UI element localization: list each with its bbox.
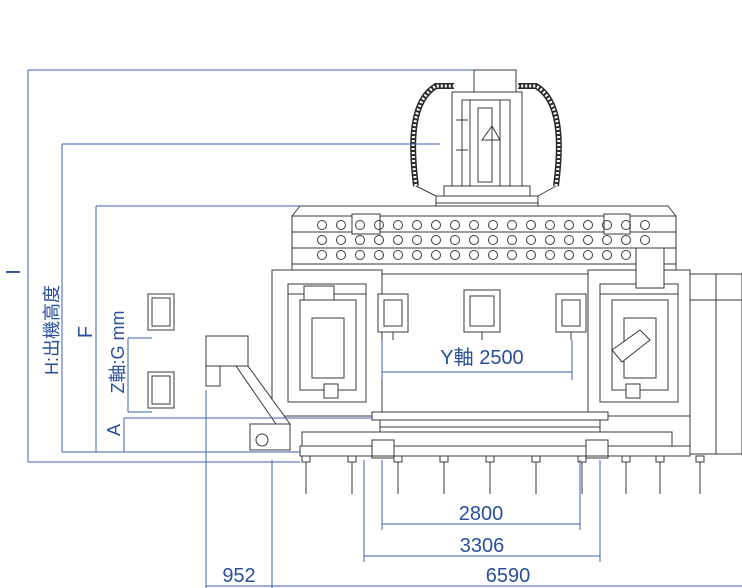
spindle-heads bbox=[377, 289, 587, 340]
beam-hole bbox=[545, 220, 555, 230]
dim-label-3306: 3306 bbox=[460, 535, 505, 557]
beam-hole bbox=[583, 220, 593, 230]
chip-conveyor bbox=[205, 335, 291, 451]
machine-outline bbox=[147, 69, 742, 494]
worktable bbox=[299, 411, 691, 459]
beam-hole bbox=[621, 235, 631, 245]
dim-label-i: I bbox=[3, 269, 25, 275]
beam-hole bbox=[583, 250, 593, 260]
machine-foot-pad bbox=[347, 455, 357, 463]
dim-label-952: 952 bbox=[222, 565, 255, 587]
left-column bbox=[271, 269, 383, 417]
beam-hole bbox=[507, 220, 517, 230]
beam-hole bbox=[583, 235, 593, 245]
beam-hole bbox=[374, 235, 384, 245]
beam-hole bbox=[374, 220, 384, 230]
spindle-tower bbox=[435, 69, 539, 211]
beam-hole bbox=[450, 250, 460, 260]
dim-label-y: Y軸 2500 bbox=[440, 346, 523, 369]
beam-hole bbox=[469, 235, 479, 245]
beam-hole bbox=[488, 250, 498, 260]
dimension-lines bbox=[27, 69, 742, 588]
dim-label-a: A bbox=[104, 424, 124, 436]
beam-hole bbox=[526, 220, 536, 230]
beam-hole bbox=[640, 235, 650, 245]
beam-holes bbox=[317, 220, 650, 260]
right-column bbox=[587, 247, 691, 417]
dimension-labels: I H:出機高度 F Z軸:G mm A Y軸 2500 2800 3306 9… bbox=[3, 269, 530, 587]
beam-hole bbox=[602, 220, 612, 230]
beam-hole bbox=[412, 220, 422, 230]
dim-label-f: F bbox=[75, 326, 97, 338]
beam-hole bbox=[412, 235, 422, 245]
electrical-cabinet bbox=[689, 273, 742, 455]
machine-foot-pad bbox=[577, 455, 587, 463]
machine-foot-pad bbox=[393, 455, 403, 463]
beam-hole bbox=[488, 235, 498, 245]
beam-hole bbox=[336, 220, 346, 230]
beam-hole bbox=[336, 235, 346, 245]
beam-hole bbox=[469, 220, 479, 230]
beam-hole bbox=[393, 250, 403, 260]
beam-hole bbox=[564, 235, 574, 245]
beam-hole bbox=[431, 235, 441, 245]
beam-hole bbox=[355, 250, 365, 260]
beam-hole bbox=[545, 250, 555, 260]
beam-hole bbox=[450, 235, 460, 245]
beam-hole bbox=[564, 220, 574, 230]
dim-label-2800: 2800 bbox=[459, 503, 504, 525]
dim-label-h: H:出機高度 bbox=[42, 285, 62, 375]
beam-hole bbox=[374, 250, 384, 260]
machine-foot-pad bbox=[655, 455, 665, 463]
beam-hole bbox=[621, 250, 631, 260]
beam-hole bbox=[317, 250, 327, 260]
beam-hole bbox=[602, 235, 612, 245]
beam-hole bbox=[507, 235, 517, 245]
machine-foot-pad bbox=[301, 455, 311, 463]
machine-foot-pad bbox=[531, 455, 541, 463]
beam-hole bbox=[621, 220, 631, 230]
machine-foot-pad bbox=[439, 455, 449, 463]
beam-hole bbox=[393, 235, 403, 245]
beam-hole bbox=[317, 220, 327, 230]
dim-label-z: Z軸:G mm bbox=[108, 311, 128, 394]
beam-hole bbox=[488, 220, 498, 230]
beam-hole bbox=[336, 250, 346, 260]
beam-hole bbox=[431, 250, 441, 260]
machine-foot-pad bbox=[485, 455, 495, 463]
beam-hole bbox=[450, 220, 460, 230]
gantry-beam bbox=[291, 205, 677, 284]
beam-hole bbox=[602, 250, 612, 260]
beam-hole bbox=[526, 235, 536, 245]
beam-hole bbox=[469, 250, 479, 260]
machine-foot-pad bbox=[621, 455, 631, 463]
beam-hole bbox=[526, 250, 536, 260]
beam-hole bbox=[431, 220, 441, 230]
dim-label-6590: 6590 bbox=[486, 565, 531, 587]
z-axis-heads bbox=[147, 293, 175, 409]
beam-hole bbox=[355, 220, 365, 230]
cable-chains bbox=[410, 83, 562, 197]
beam-hole bbox=[412, 250, 422, 260]
beam-hole bbox=[545, 235, 555, 245]
beam-hole bbox=[393, 220, 403, 230]
beam-hole bbox=[640, 220, 650, 230]
beam-hole bbox=[564, 250, 574, 260]
beam-hole bbox=[317, 235, 327, 245]
machine-foot-pad bbox=[695, 455, 705, 463]
machine-feet bbox=[301, 455, 705, 494]
beam-hole bbox=[507, 250, 517, 260]
beam-hole bbox=[355, 235, 365, 245]
